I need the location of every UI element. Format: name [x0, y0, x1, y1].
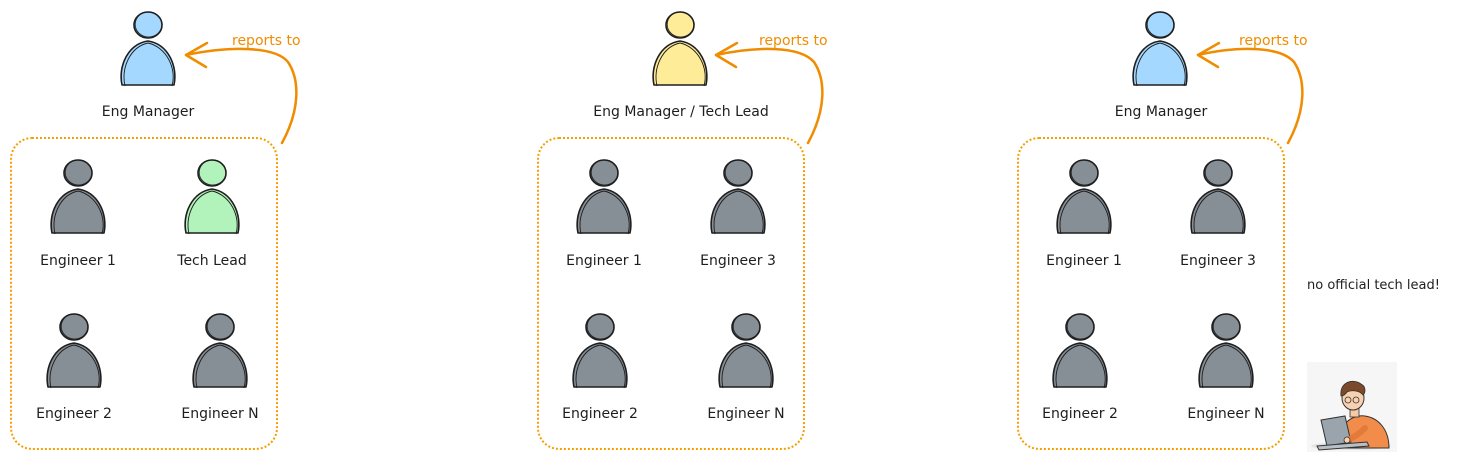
engineer-person-icon [1048, 310, 1112, 396]
member-label: Engineer 1 [1046, 253, 1122, 269]
engineer-person-icon [1186, 156, 1250, 242]
member-label: Engineer N [1187, 406, 1264, 422]
developer-at-laptop-icon [1307, 362, 1397, 452]
member-label: Engineer 2 [1042, 406, 1118, 422]
member-label: Engineer 3 [1180, 253, 1256, 269]
engineer-person-icon [1194, 310, 1258, 396]
engineer-person-icon [1052, 156, 1116, 242]
no-tech-lead-note: no official tech lead! [1307, 278, 1440, 293]
